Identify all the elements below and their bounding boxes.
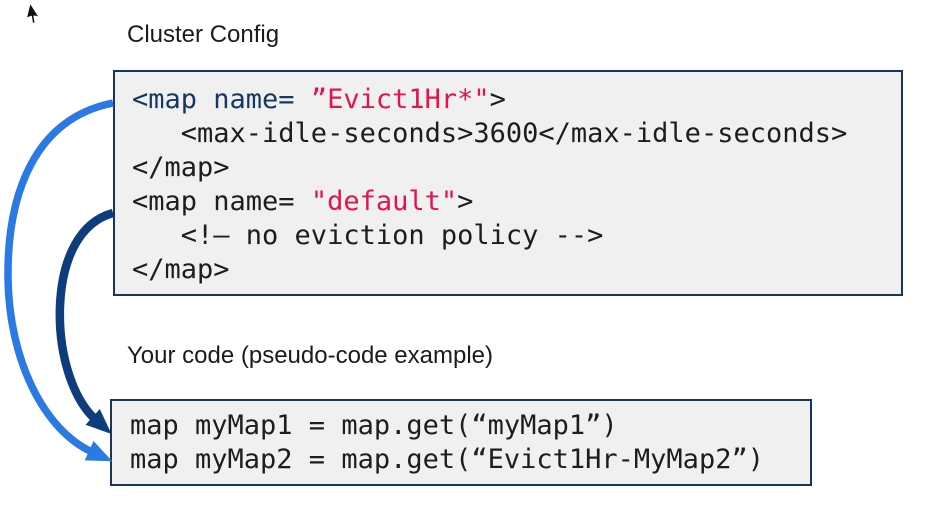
code-line: map myMap1 = map.get(“myMap1”) xyxy=(130,409,810,443)
code-line: <max-idle-seconds>3600</max-idle-seconds… xyxy=(132,117,901,151)
code-segment: map myMap2 = map.get(“Evict1Hr-MyMap2”) xyxy=(130,444,764,475)
code-line: <map name= ”Evict1Hr*"> xyxy=(132,83,901,117)
code-segment: > xyxy=(489,84,506,115)
cluster-config-label: Cluster Config xyxy=(127,21,280,48)
user-code-box: map myMap1 = map.get(“myMap1”)map myMap2… xyxy=(110,399,812,486)
code-segment: map myMap1 = map.get(“myMap1”) xyxy=(130,410,618,441)
code-segment: <!– no eviction policy --> xyxy=(132,220,604,251)
code-segment: ”Evict1Hr*" xyxy=(310,84,490,115)
code-segment: </map> xyxy=(132,254,230,285)
code-line: </map> xyxy=(132,151,901,185)
code-segment: </map> xyxy=(132,152,230,183)
arrow-evict-map-to-mymap2 xyxy=(4,99,114,462)
code-line: </map> xyxy=(132,253,901,287)
your-code-label: Your code (pseudo-code example) xyxy=(127,342,494,369)
cluster-config-code-box: <map name= ”Evict1Hr*"> <max-idle-second… xyxy=(113,70,903,296)
code-segment: <map name= xyxy=(132,84,311,115)
arrow-default-map-to-mymap1 xyxy=(55,208,115,434)
code-line: map myMap2 = map.get(“Evict1Hr-MyMap2”) xyxy=(130,443,810,477)
code-segment: <map name= xyxy=(132,186,311,217)
code-segment: "default" xyxy=(310,186,458,217)
mouse-pointer-icon xyxy=(24,1,41,25)
code-line: <map name= "default"> xyxy=(132,185,901,219)
code-segment: <max-idle-seconds>3600</max-idle-seconds… xyxy=(132,118,848,149)
code-line: <!– no eviction policy --> xyxy=(132,219,901,253)
code-segment: > xyxy=(457,186,474,217)
